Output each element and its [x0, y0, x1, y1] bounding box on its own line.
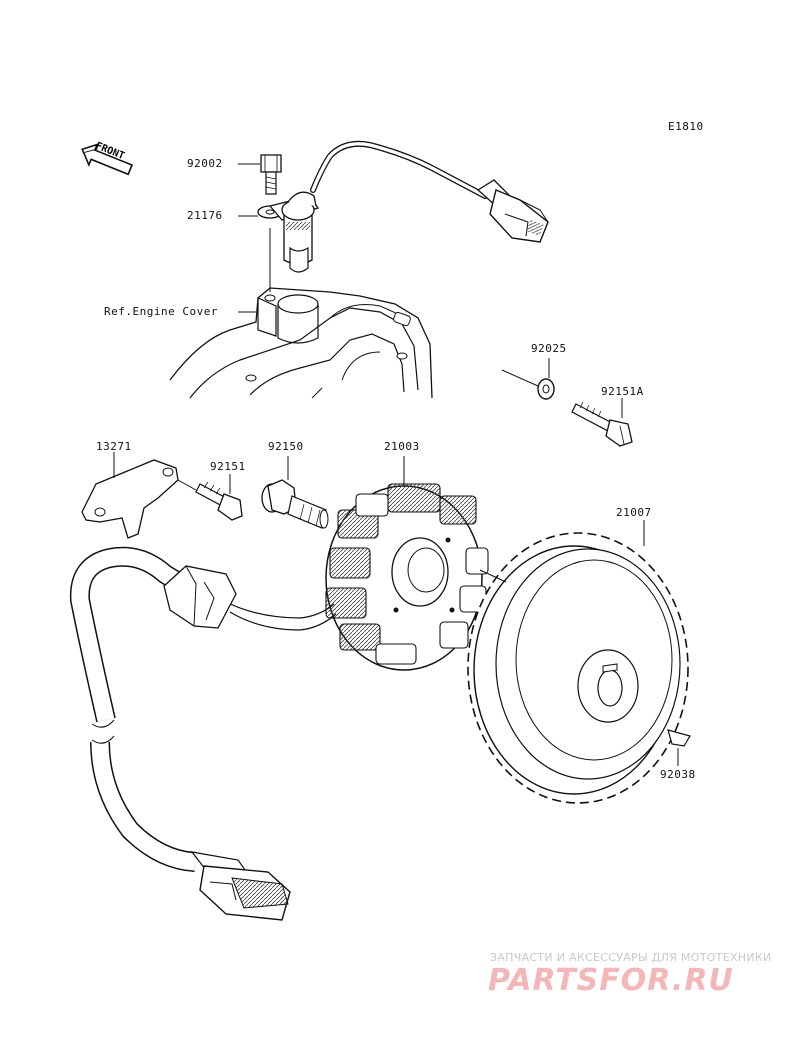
bolt-92150-icon	[261, 479, 329, 529]
part-label-21003: 21003	[384, 440, 420, 453]
watermark-tagline: ЗАПЧАСТИ И АКСЕССУАРЫ ДЛЯ МОТОТЕХНИКИ	[490, 951, 772, 964]
stator-21003-icon	[325, 483, 489, 671]
washer-92025-icon	[537, 378, 555, 400]
part-label-13271: 13271	[96, 440, 132, 453]
watermark-brand: PARTSFOR.RU	[488, 963, 734, 998]
key-92038-icon	[667, 729, 691, 747]
bolt-92002-icon	[260, 154, 282, 195]
part-label-92151: 92151	[210, 460, 246, 473]
pickup-sensor-icon	[257, 191, 320, 273]
bolt-92151-icon	[195, 481, 243, 521]
ref-engine-cover-label: Ref.Engine Cover	[104, 305, 218, 318]
front-arrow-icon	[81, 143, 134, 176]
part-label-21176: 21176	[187, 209, 223, 222]
sensor-connector-icon	[476, 179, 549, 243]
sensor-cable	[310, 140, 488, 199]
grommet-icon	[163, 565, 237, 629]
harness-connector-icon	[190, 851, 291, 921]
part-label-21007: 21007	[616, 506, 652, 519]
leader-lines	[113, 163, 679, 766]
rotor-21007-icon	[467, 532, 689, 804]
part-label-92151a: 92151A	[601, 385, 644, 398]
part-label-92150: 92150	[268, 440, 304, 453]
engine-cover-outline	[169, 287, 433, 399]
bracket-13271-icon	[81, 459, 179, 539]
part-label-92002: 92002	[187, 157, 223, 170]
part-label-92038: 92038	[660, 768, 696, 781]
bolt-92151a-icon	[571, 401, 633, 447]
diagram-code: E1810	[668, 120, 704, 133]
part-label-92025: 92025	[531, 342, 567, 355]
